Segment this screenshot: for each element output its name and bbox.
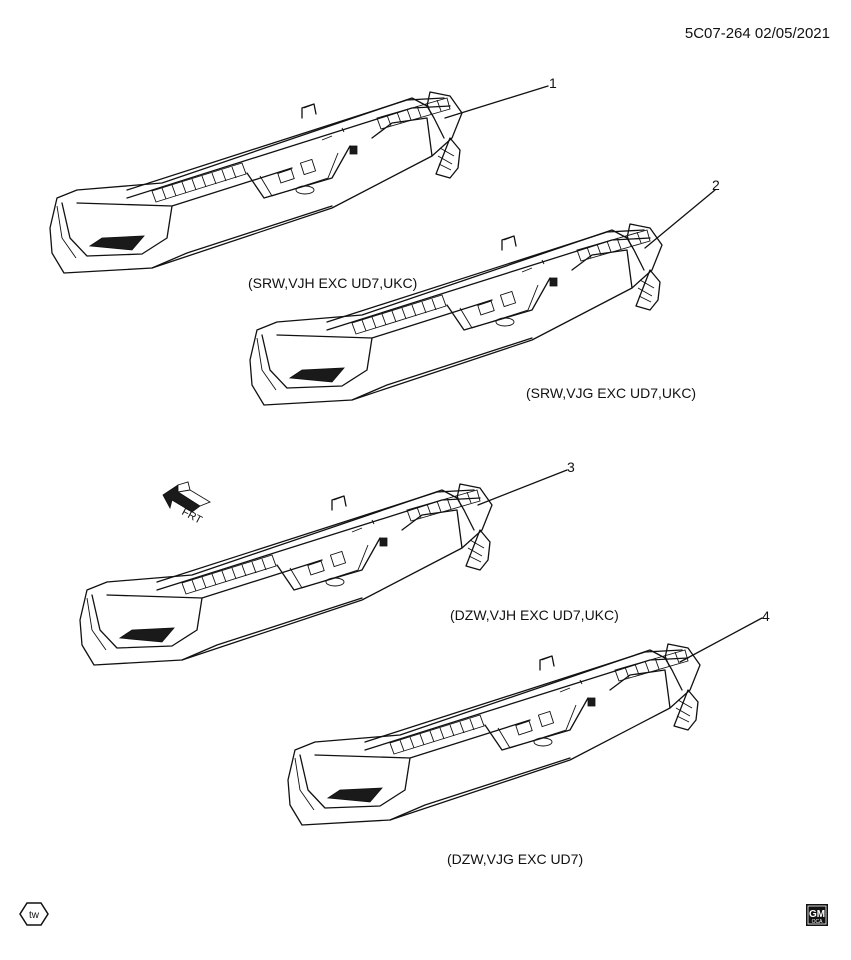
callout-1: 1 [549,75,557,91]
callout-2: 2 [712,177,720,193]
tw-logo-text: tw [29,910,40,921]
front-direction-label: FRT [180,506,205,527]
gm-logo-subtext: OCA [812,919,824,925]
front-direction-arrow-icon: FRT [162,481,212,527]
callout-leader-4 [679,617,763,663]
rear-bumper-2: 2 (SRW,VJG EXC UD7,UKC) [249,177,720,406]
callout-leader-3 [477,469,568,506]
tw-logo-icon: tw [19,902,49,926]
diagram-code-date: 5C07-264 02/05/2021 [685,25,830,42]
gm-logo-icon: GM OCA [806,904,828,926]
callout-4: 4 [762,608,770,624]
gm-logo-text: GM [809,909,825,920]
rear-bumper-3: 3 (DZW,VJH EXC UD7,UKC) [79,459,619,666]
caption-3: (DZW,VJH EXC UD7,UKC) [450,607,619,623]
caption-2: (SRW,VJG EXC UD7,UKC) [526,385,696,401]
caption-4: (DZW,VJG EXC UD7) [447,851,583,867]
caption-1: (SRW,VJH EXC UD7,UKC) [248,275,417,291]
rear-bumper-1: 1 (SRW,VJH EXC UD7,UKC) [49,75,557,291]
callout-leader-2 [644,189,716,249]
diagram-date: 02/05/2021 [755,25,830,42]
rear-bumper-4: 4 (DZW,VJG EXC UD7) [287,608,770,867]
diagram-code: 5C07-264 [685,25,751,42]
callout-leader-1 [444,85,549,119]
callout-3: 3 [567,459,575,475]
